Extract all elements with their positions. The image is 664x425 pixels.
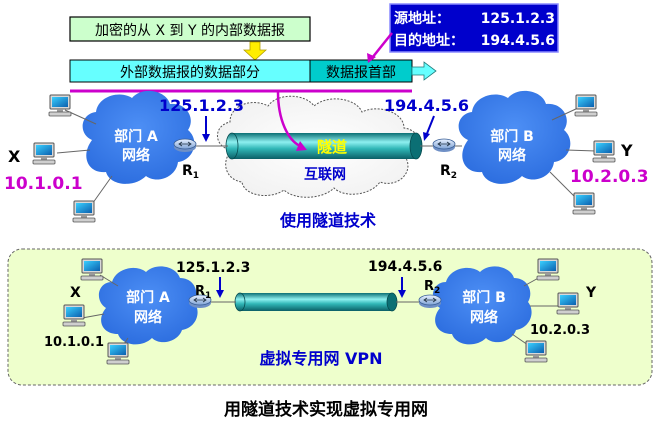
outer-payload-label: 外部数据报的数据部分 bbox=[120, 65, 260, 81]
r2-label: R2 bbox=[440, 163, 457, 181]
pc-x-icon bbox=[32, 142, 56, 165]
dst-address-label: 目的地址： bbox=[394, 32, 464, 49]
vpn-dept-b-cloud bbox=[432, 266, 532, 345]
outer-header-label: 数据报首部 bbox=[326, 65, 396, 81]
tunnel-entry-arrow-head bbox=[296, 141, 307, 151]
router-r2-icon bbox=[432, 138, 456, 153]
dept-a-line2: 网络 bbox=[122, 147, 150, 164]
vpn-host-x: X bbox=[70, 285, 81, 301]
vpn-dept-a-cloud bbox=[98, 266, 198, 345]
dept-a-line1: 部门 A bbox=[114, 128, 158, 145]
vpn-y-ip: 10.2.0.3 bbox=[530, 323, 590, 338]
address-box bbox=[389, 3, 559, 53]
dept-b-line1: 部门 B bbox=[490, 128, 534, 145]
direction-arrow-icon bbox=[411, 61, 437, 81]
vpn-dept-b-line2: 网络 bbox=[470, 309, 498, 326]
r1-label: R1 bbox=[182, 163, 199, 181]
vpn-router-r2-icon bbox=[418, 294, 442, 309]
vpn-x-ip: 10.1.0.1 bbox=[44, 335, 104, 350]
vpn-left-ip-arrow-head bbox=[216, 290, 224, 298]
vpn-left-ip: 125.1.2.3 bbox=[176, 260, 250, 276]
pc-y-icon bbox=[556, 292, 580, 315]
internet-label: 互联网 bbox=[304, 167, 346, 183]
pc-icon bbox=[524, 340, 548, 363]
top-left-ip: 125.1.2.3 bbox=[159, 96, 244, 115]
down-arrow-icon bbox=[242, 41, 268, 61]
header-pointer-arrow bbox=[371, 32, 393, 59]
vpn-dept-a-line1: 部门 A bbox=[126, 289, 170, 306]
pc-icon bbox=[48, 94, 72, 117]
top-links bbox=[56, 107, 597, 208]
tunnel-pipe bbox=[225, 132, 423, 160]
top-right-ip: 194.4.5.6 bbox=[384, 96, 469, 115]
header-pointer-head bbox=[367, 53, 376, 63]
tunnel-label: 隧道 bbox=[317, 138, 347, 156]
vpn-r1-label: R1 bbox=[195, 284, 211, 301]
pc-icon bbox=[536, 258, 560, 281]
dst-address-value: 194.4.5.6 bbox=[481, 33, 555, 49]
top-host-x: X bbox=[8, 147, 21, 166]
vpn-right-ip: 194.4.5.6 bbox=[368, 259, 442, 275]
dept-a-cloud bbox=[82, 90, 195, 184]
dept-b-cloud bbox=[458, 90, 571, 184]
vpn-right-ip-arrow-head bbox=[398, 290, 406, 298]
router-r1-icon bbox=[173, 138, 197, 153]
pc-icon bbox=[80, 258, 104, 281]
figure-title: 用隧道技术实现虚拟专用网 bbox=[224, 399, 428, 420]
pc-icon bbox=[72, 200, 96, 223]
src-address-label: 源地址： bbox=[394, 10, 450, 27]
vpn-dept-b-line1: 部门 B bbox=[462, 289, 506, 306]
pc-icon bbox=[572, 192, 596, 215]
pc-icon bbox=[574, 94, 598, 117]
vpn-dept-a-line2: 网络 bbox=[134, 309, 162, 326]
top-host-y: Y bbox=[620, 141, 633, 160]
top-right-ip-arrow bbox=[425, 115, 435, 137]
vpn-caption: 虚拟专用网 VPN bbox=[259, 349, 382, 368]
vpn-r2-label: R2 bbox=[424, 279, 440, 296]
top-x-ip: 10.1.0.1 bbox=[4, 174, 83, 194]
top-right-ip-arrow-head bbox=[423, 132, 430, 141]
tunnel-entry-arrow bbox=[276, 91, 301, 148]
encrypted-datagram-label: 加密的从 X 到 Y 的内部数据报 bbox=[95, 22, 285, 39]
top-caption: 使用隧道技术 bbox=[279, 211, 376, 230]
top-left-ip-arrow-head bbox=[202, 134, 210, 142]
pc-y-icon bbox=[592, 140, 616, 163]
vpn-tunnel-pipe bbox=[234, 292, 398, 312]
vpn-host-y: Y bbox=[585, 285, 597, 301]
pc-icon bbox=[106, 342, 130, 365]
encrypted-datagram-box bbox=[69, 16, 311, 42]
pc-x-icon bbox=[62, 304, 86, 327]
dept-b-line2: 网络 bbox=[498, 147, 526, 164]
src-address-value: 125.1.2.3 bbox=[481, 11, 555, 27]
top-y-ip: 10.2.0.3 bbox=[570, 167, 649, 187]
